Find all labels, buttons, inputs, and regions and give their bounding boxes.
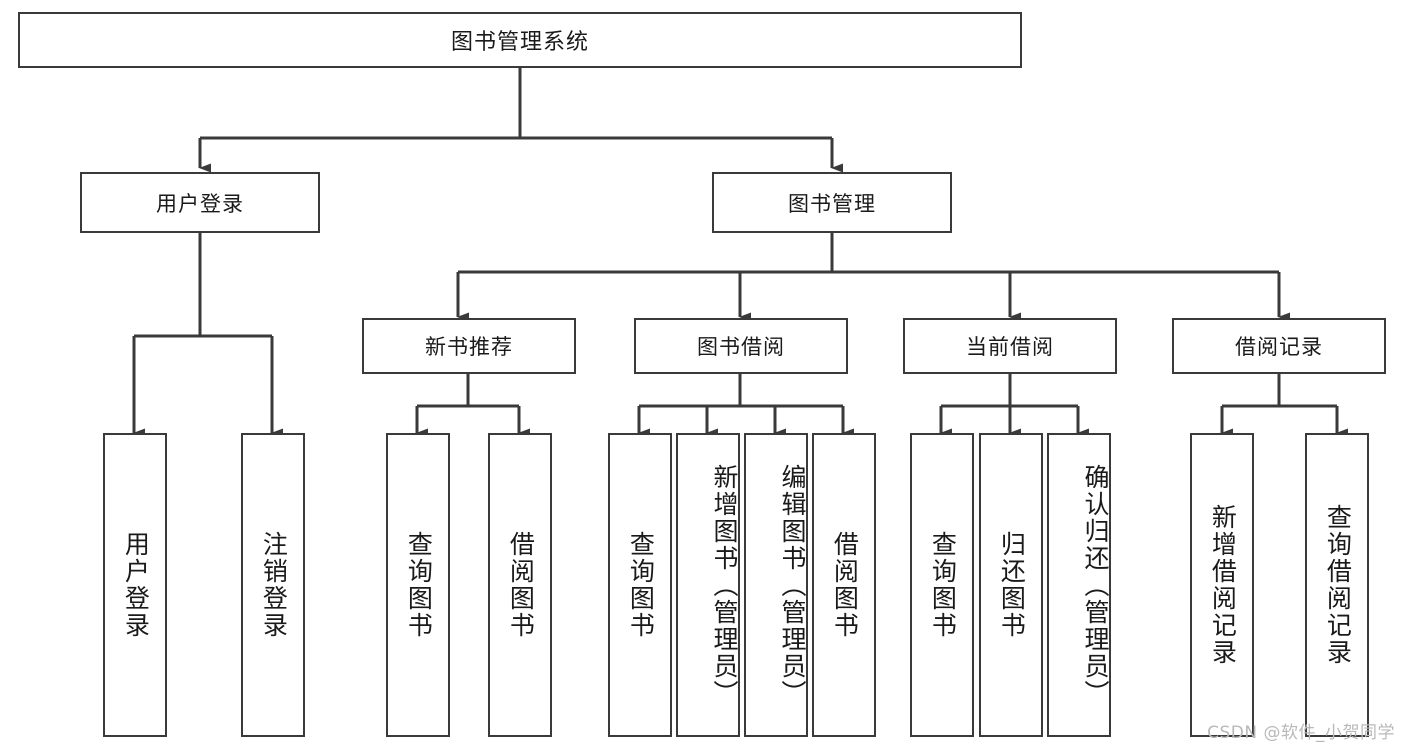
leaf-label: 查询图书	[404, 531, 434, 639]
node-book-management[interactable]: 图书管理	[712, 172, 952, 233]
leaf-label: 查询借阅记录	[1323, 504, 1353, 666]
node-root-system[interactable]: 图书管理系统	[18, 12, 1022, 68]
leaf-label: 借阅图书	[830, 531, 860, 639]
leaf-label: 查询图书	[626, 531, 656, 639]
leaf-edit-book-admin[interactable]: 编辑图书（管理员）	[744, 433, 808, 737]
leaf-label: 用户登录	[121, 531, 151, 639]
node-borrow-record[interactable]: 借阅记录	[1172, 318, 1386, 374]
leaf-label: 编辑图书（管理员）	[778, 463, 807, 707]
leaf-borrow-book-recommend[interactable]: 借阅图书	[488, 433, 552, 737]
leaf-add-borrow-record[interactable]: 新增借阅记录	[1190, 433, 1254, 737]
leaf-label: 新增借阅记录	[1208, 504, 1238, 666]
node-book-borrow[interactable]: 图书借阅	[634, 318, 848, 374]
leaf-query-book-current[interactable]: 查询图书	[910, 433, 974, 737]
leaf-user-login[interactable]: 用户登录	[103, 433, 167, 737]
leaf-query-book-recommend[interactable]: 查询图书	[386, 433, 450, 737]
leaf-confirm-return-admin[interactable]: 确认归还（管理员）	[1047, 433, 1111, 737]
node-new-book-recommend[interactable]: 新书推荐	[362, 318, 576, 374]
leaf-label: 借阅图书	[506, 531, 536, 639]
leaf-query-book-borrow[interactable]: 查询图书	[608, 433, 672, 737]
leaf-label: 查询图书	[928, 531, 958, 639]
leaf-label: 新增图书（管理员）	[710, 463, 739, 707]
leaf-logout[interactable]: 注销登录	[241, 433, 305, 737]
leaf-add-book-admin[interactable]: 新增图书（管理员）	[676, 433, 740, 737]
leaf-label: 归还图书	[997, 531, 1027, 639]
node-current-borrow[interactable]: 当前借阅	[903, 318, 1117, 374]
node-user-login[interactable]: 用户登录	[80, 172, 320, 233]
leaf-label: 注销登录	[259, 531, 289, 639]
leaf-query-borrow-record[interactable]: 查询借阅记录	[1305, 433, 1369, 737]
leaf-return-book[interactable]: 归还图书	[979, 433, 1043, 737]
leaf-label: 确认归还（管理员）	[1081, 463, 1110, 707]
leaf-borrow-book-borrow[interactable]: 借阅图书	[812, 433, 876, 737]
